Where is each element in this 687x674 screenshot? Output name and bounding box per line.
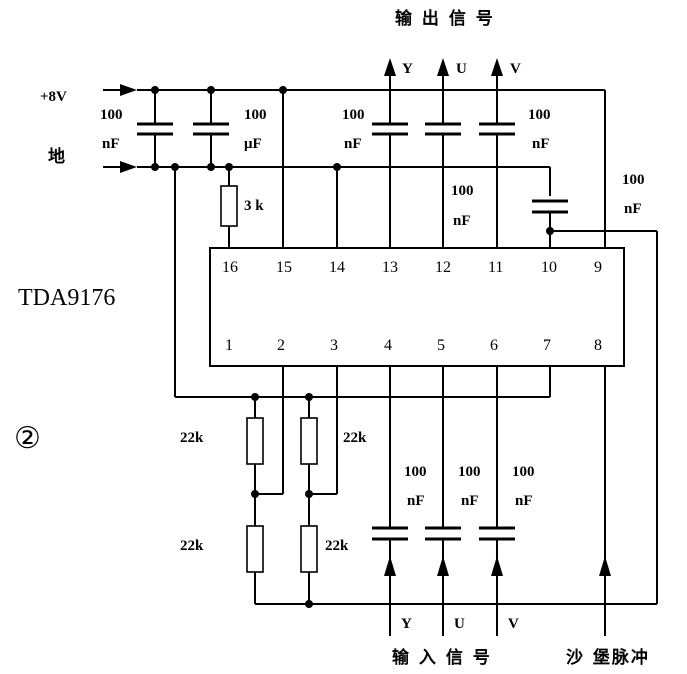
ground-label: 地 bbox=[48, 146, 67, 167]
pin-10: 10 bbox=[541, 259, 557, 276]
supply-cap-left bbox=[137, 90, 173, 167]
figure-number: ② bbox=[14, 421, 41, 456]
input-arrow-u bbox=[437, 556, 449, 636]
supply-cap-left-unit: nF bbox=[102, 136, 120, 152]
resistor-upper-right-value: 22k bbox=[343, 430, 367, 446]
pin-7: 7 bbox=[543, 337, 551, 354]
supply-plus8v-label: +8V bbox=[40, 89, 67, 105]
input-cap-y-unit: nF bbox=[407, 493, 425, 509]
sandcastle-input-arrow bbox=[599, 366, 611, 636]
output-label-u: U bbox=[456, 61, 467, 77]
output-cap-v-value: 100 bbox=[528, 107, 551, 123]
input-arrow-y bbox=[384, 556, 396, 636]
output-cap-v bbox=[479, 90, 515, 248]
resistor-pin16-value: 3 k bbox=[244, 198, 264, 214]
resistor-lower-left-value: 22k bbox=[180, 538, 204, 554]
output-arrow-v bbox=[491, 58, 503, 90]
pin-6: 6 bbox=[490, 337, 498, 354]
input-signal-heading: 输 入 信 号 bbox=[392, 647, 492, 668]
output-cap-y bbox=[372, 90, 408, 248]
input-label-u: U bbox=[454, 616, 465, 632]
pin12-cap-value: 100 bbox=[451, 183, 474, 199]
ground-input-arrow bbox=[103, 161, 137, 173]
pin9-cap-unit: nF bbox=[624, 201, 642, 217]
pin-13: 13 bbox=[382, 259, 398, 276]
pin9-cap-value: 100 bbox=[622, 172, 645, 188]
title-label: TDA9176 bbox=[18, 285, 115, 311]
output-arrow-y bbox=[384, 58, 396, 90]
output-cap-u bbox=[425, 90, 461, 248]
pin-1: 1 bbox=[225, 337, 233, 354]
input-label-y: Y bbox=[401, 616, 412, 632]
pin-16: 16 bbox=[222, 259, 238, 276]
pin-4: 4 bbox=[384, 337, 392, 354]
pin-8: 8 bbox=[594, 337, 602, 354]
output-cap-v-unit: nF bbox=[532, 136, 550, 152]
pin-12: 12 bbox=[435, 259, 451, 276]
output-signal-heading: 输 出 信 号 bbox=[395, 8, 495, 29]
supply-input-arrow bbox=[103, 84, 137, 96]
resistor-lower-right-value: 22k bbox=[325, 538, 349, 554]
output-cap-y-value: 100 bbox=[342, 107, 365, 123]
pin-9: 9 bbox=[594, 259, 602, 276]
resistor-upper-left-value: 22k bbox=[180, 430, 204, 446]
ground-rail bbox=[137, 166, 551, 398]
pin-14: 14 bbox=[329, 259, 345, 276]
input-cap-v-unit: nF bbox=[515, 493, 533, 509]
input-label-v: V bbox=[508, 616, 519, 632]
supply-cap-left-value: 100 bbox=[100, 107, 123, 123]
pin12-cap-unit: nF bbox=[453, 213, 471, 229]
pin-5: 5 bbox=[437, 337, 445, 354]
junction-dots bbox=[151, 86, 554, 608]
ic-body bbox=[209, 247, 625, 367]
resistor-pin16 bbox=[220, 167, 238, 248]
pin-11: 11 bbox=[488, 259, 503, 276]
pin-2: 2 bbox=[277, 337, 285, 354]
sandcastle-pulse-heading: 沙 堡脉冲 bbox=[566, 647, 650, 668]
divider-left bbox=[246, 366, 284, 604]
input-cap-v-value: 100 bbox=[512, 464, 535, 480]
pin-15: 15 bbox=[276, 259, 292, 276]
pin10-cap bbox=[255, 199, 658, 605]
supply-cap-right-value: 100 bbox=[244, 107, 267, 123]
divider-right bbox=[300, 366, 338, 604]
output-cap-y-unit: nF bbox=[344, 136, 362, 152]
pin-3: 3 bbox=[330, 337, 338, 354]
output-label-y: Y bbox=[402, 61, 413, 77]
supply-cap-right-unit: μF bbox=[244, 136, 262, 152]
output-label-v: V bbox=[510, 61, 521, 77]
input-cap-u-unit: nF bbox=[461, 493, 479, 509]
output-arrow-u bbox=[437, 58, 449, 90]
input-arrow-v bbox=[491, 556, 503, 636]
supply-cap-right bbox=[193, 90, 229, 167]
input-cap-u-value: 100 bbox=[458, 464, 481, 480]
input-cap-y-value: 100 bbox=[404, 464, 427, 480]
